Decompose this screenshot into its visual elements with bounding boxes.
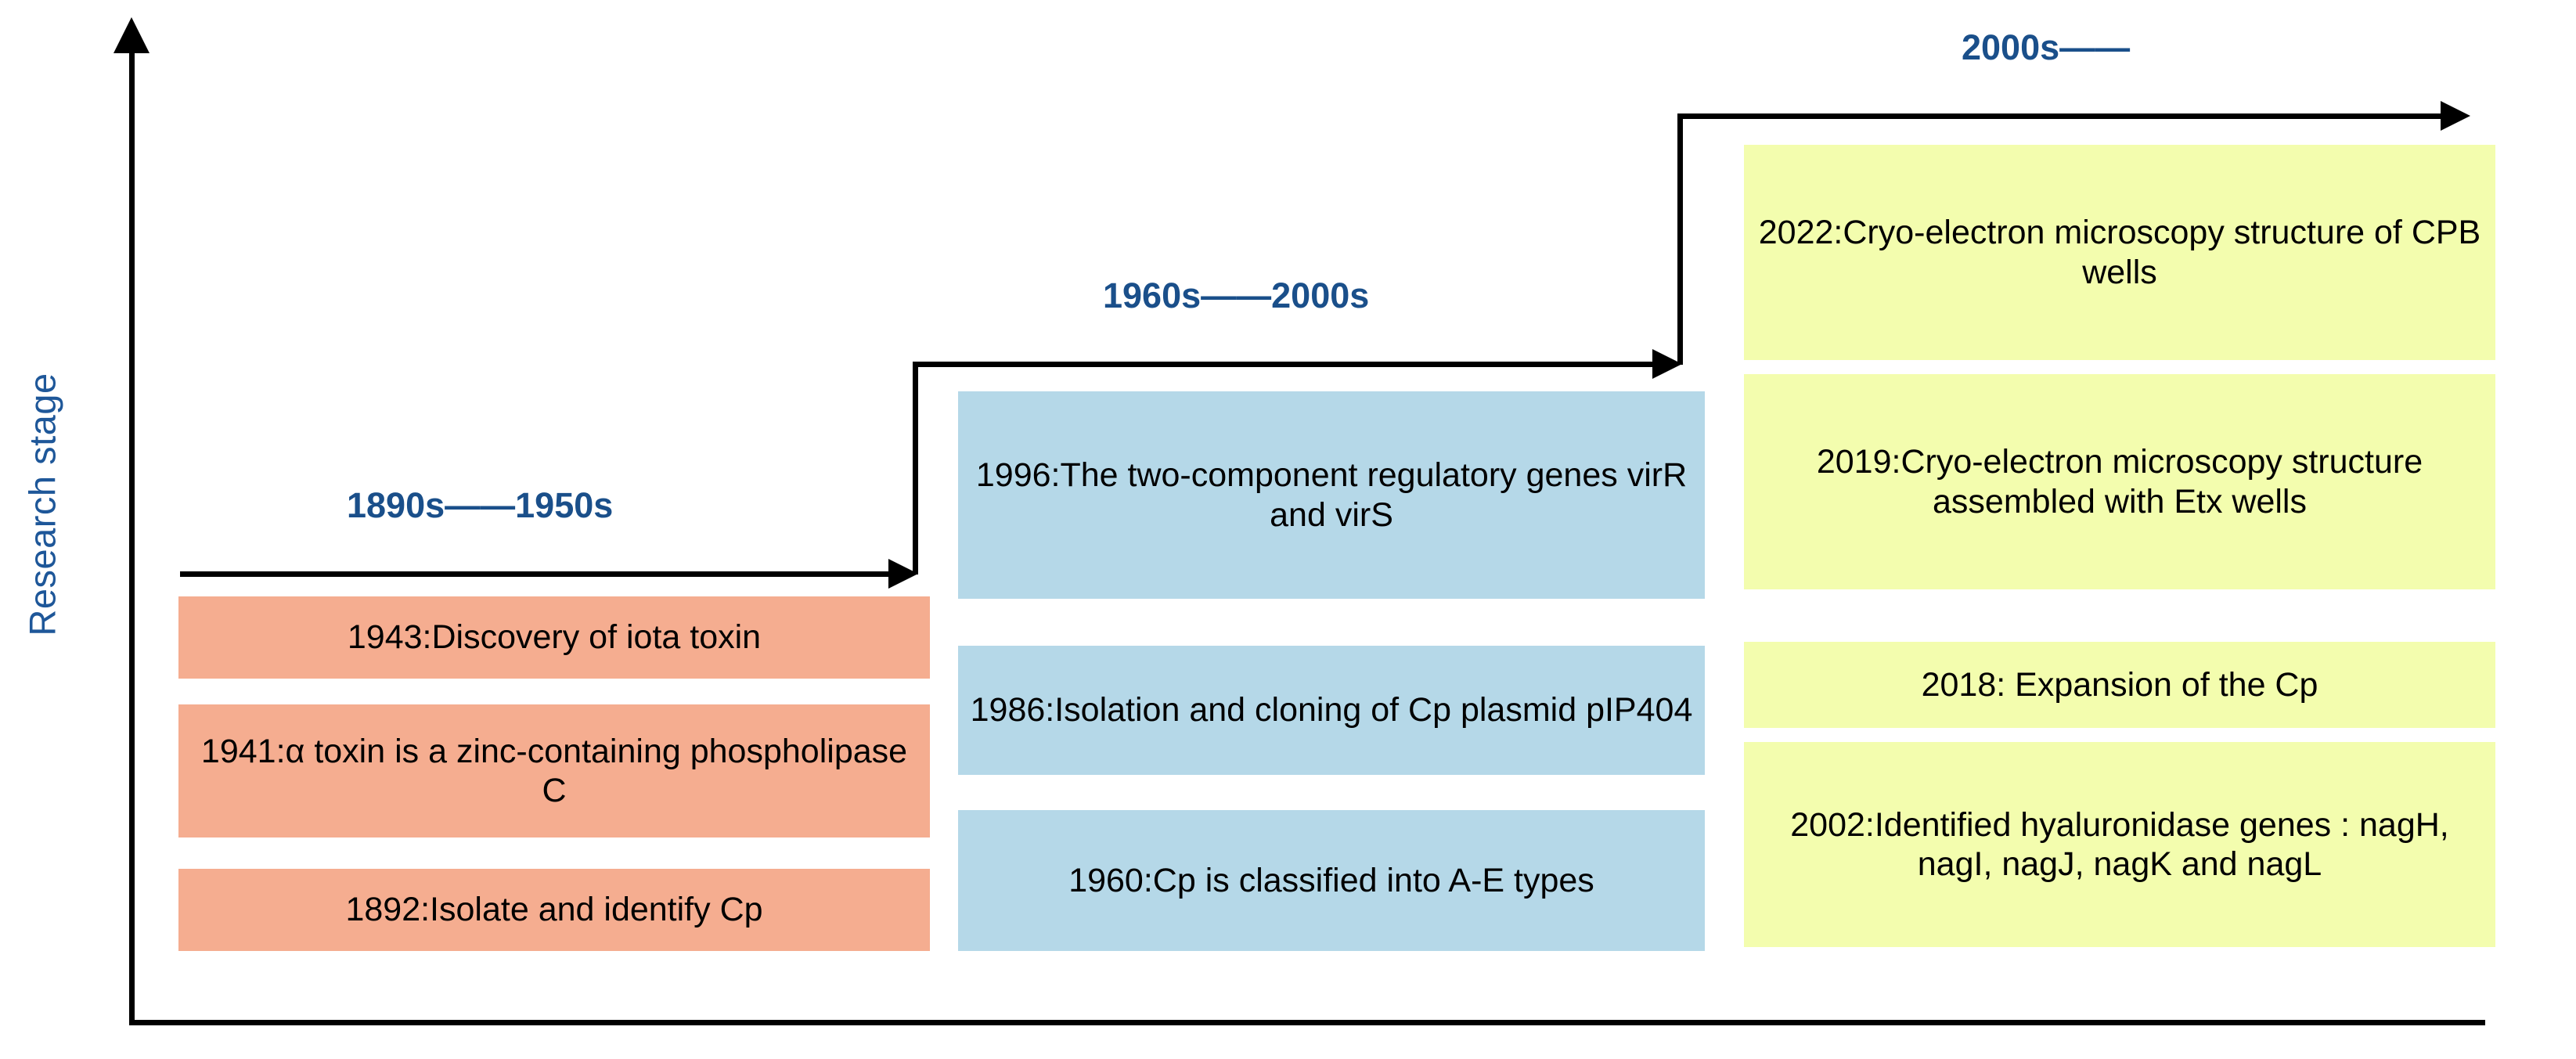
event-text-1960: 1960:Cp is classified into A-E types: [1068, 861, 1594, 899]
era-label-2000s-text: 2000s——: [1962, 27, 2131, 67]
event-box-1986[interactable]: 1986:Isolation and cloning of Cp plasmid…: [958, 646, 1705, 775]
event-box-2018[interactable]: 2018: Expansion of the Cp: [1744, 642, 2495, 728]
timeline-step2-arrowhead-icon: [1652, 349, 1682, 379]
timeline-step3-horizontal: [1677, 113, 2441, 119]
y-axis-line: [129, 47, 135, 1025]
event-box-2022[interactable]: 2022:Cryo-electron microscopy structure …: [1744, 145, 2495, 360]
event-text-1943: 1943:Discovery of iota toxin: [347, 618, 762, 657]
event-text-1996: 1996:The two-component regulatory genes …: [975, 456, 1688, 534]
era-label-2000s: 2000s——: [1962, 27, 2130, 68]
event-box-1960[interactable]: 1960:Cp is classified into A-E types: [958, 810, 1705, 951]
era-label-1890s-1950s: 1890s——1950s: [347, 485, 613, 526]
event-box-1941[interactable]: 1941:α toxin is a zinc-containing phosph…: [178, 704, 930, 837]
event-text-1986: 1986:Isolation and cloning of Cp plasmid…: [970, 691, 1693, 729]
era-label-1890s-1950s-text: 1890s——1950s: [347, 485, 614, 525]
timeline-step3-arrowhead-icon: [2441, 101, 2470, 131]
timeline-step1-horizontal: [180, 571, 888, 577]
event-text-1892: 1892:Isolate and identify Cp: [345, 891, 763, 929]
event-text-2002: 2002:Identified hyaluronidase genes : na…: [1790, 805, 2449, 883]
event-box-1892[interactable]: 1892:Isolate and identify Cp: [178, 869, 930, 951]
timeline-step2-riser: [1677, 113, 1683, 365]
event-text-2019: 2019:Cryo-electron microscopy structure …: [1816, 443, 2423, 520]
timeline-step2-horizontal: [913, 362, 1652, 367]
event-box-1943[interactable]: 1943:Discovery of iota toxin: [178, 596, 930, 679]
y-axis-label: Research stage: [21, 373, 63, 636]
era-label-1960s-2000s-text: 1960s——2000s: [1103, 276, 1370, 315]
timeline-step1-riser: [913, 362, 918, 575]
event-text-2018: 2018: Expansion of the Cp: [1921, 665, 2318, 704]
era-label-1960s-2000s: 1960s——2000s: [1103, 276, 1369, 316]
event-box-1996[interactable]: 1996:The two-component regulatory genes …: [958, 391, 1705, 599]
x-axis-line: [129, 1020, 2485, 1025]
event-box-2002[interactable]: 2002:Identified hyaluronidase genes : na…: [1744, 742, 2495, 947]
event-text-2022: 2022:Cryo-electron microscopy structure …: [1758, 214, 2481, 291]
event-box-2019[interactable]: 2019:Cryo-electron microscopy structure …: [1744, 374, 2495, 589]
event-text-1941: 1941:α toxin is a zinc-containing phosph…: [200, 732, 908, 809]
